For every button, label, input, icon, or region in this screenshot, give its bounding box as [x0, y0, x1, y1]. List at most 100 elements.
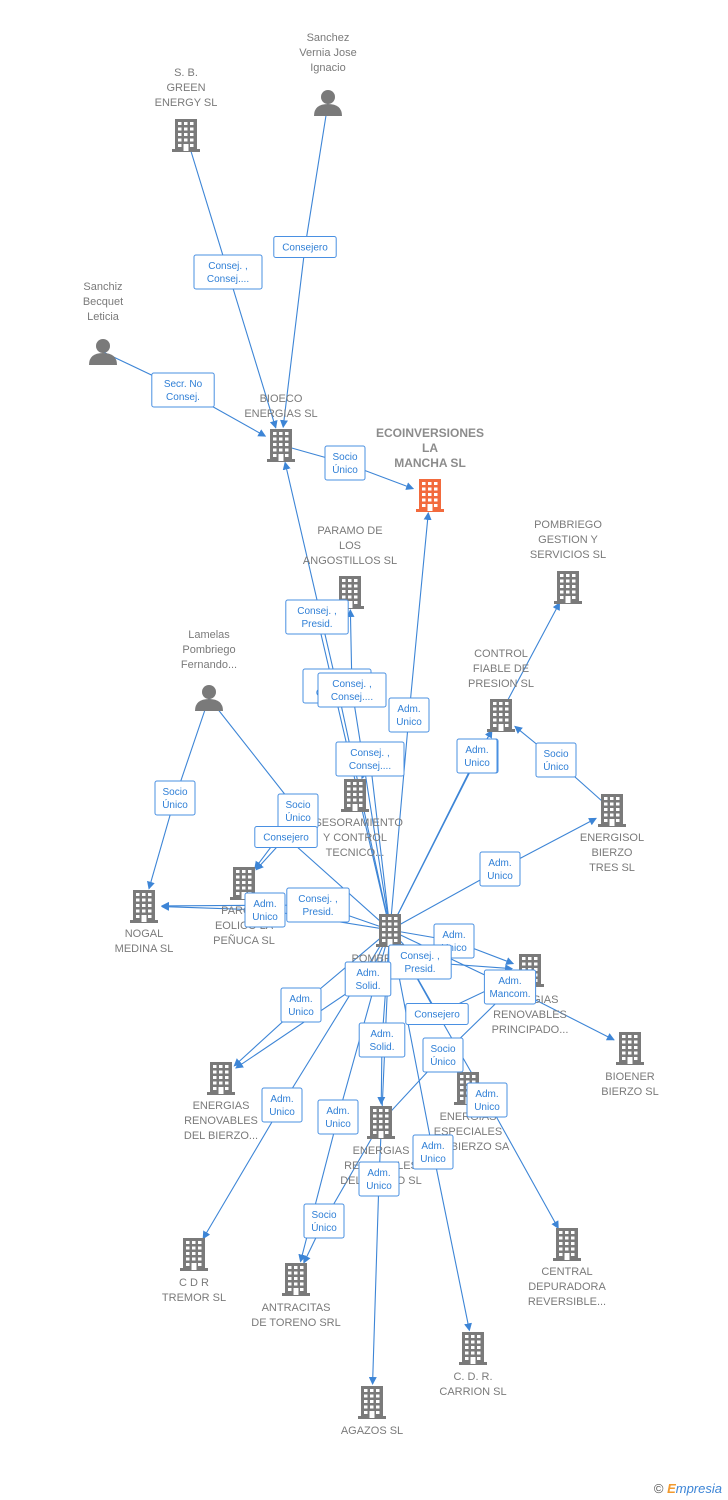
edge-label-text: Unico: [396, 717, 422, 728]
edge-label-box: [317, 672, 387, 708]
edge-label[interactable]: Consej. ,Consej....: [335, 741, 405, 777]
edge-label-text: Consej. ,: [400, 951, 439, 962]
edge-label[interactable]: Adm.Mancom.: [483, 969, 537, 1005]
building-icon: [459, 1332, 487, 1365]
edge-label-box: [151, 372, 215, 408]
edge-label-text: Único: [430, 1055, 456, 1068]
edge-label[interactable]: Adm.Unico: [244, 892, 286, 928]
edge-label-text: Unico: [441, 943, 467, 954]
building-icon: [554, 571, 582, 604]
edge-label[interactable]: Adm.Unico: [466, 1082, 508, 1118]
edge-label[interactable]: Adm.Unico: [317, 1099, 359, 1135]
edge-label[interactable]: Consejero: [273, 236, 337, 258]
node-label: REVERSIBLE...: [528, 1296, 606, 1308]
node-label: BIOENER: [605, 1071, 655, 1083]
edge-label[interactable]: Consej. ,Consej....: [317, 672, 387, 708]
edge-label[interactable]: Adm.Unico: [358, 1161, 400, 1197]
edge-label-box: [456, 738, 498, 774]
edge-label-text: Adm.: [370, 1029, 393, 1040]
node-carrion[interactable]: C. D. R.CARRION SL: [439, 1332, 507, 1398]
edge-label[interactable]: Adm.Unico: [261, 1087, 303, 1123]
node-agazos[interactable]: AGAZOS SL: [341, 1386, 403, 1437]
edge-label-box: [280, 987, 322, 1023]
building-icon: [207, 1062, 235, 1095]
node-central[interactable]: CENTRALDEPURADORAREVERSIBLE...: [528, 1228, 607, 1308]
edge-label[interactable]: Consej. ,Presid.: [286, 887, 350, 923]
node-label: ANTRACITAS: [262, 1302, 331, 1314]
node-label: BIERZO: [592, 847, 633, 859]
edge-label[interactable]: Adm. Unico: [388, 697, 430, 733]
node-label: Pombriego: [182, 644, 235, 656]
edge-label-text: Único: [543, 760, 569, 773]
edge-label-text: Adm.: [442, 930, 465, 941]
edge-label[interactable]: Adm.Unico: [280, 987, 322, 1023]
edge-label[interactable]: Adm.Solid.: [344, 961, 392, 997]
edge-label-text: Consejero: [263, 833, 309, 844]
edge-label[interactable]: Consej. ,Presid.: [388, 944, 452, 980]
edge-label[interactable]: Adm.Unico: [412, 1134, 454, 1170]
edge-label-text: Unico: [288, 1007, 314, 1018]
edge-label[interactable]: Consej. ,Consej....: [193, 254, 263, 290]
edge-label-text: Adm.: [397, 704, 420, 715]
node-label: Ignacio: [310, 62, 345, 74]
brand-footer[interactable]: © Empresia: [654, 1481, 722, 1496]
node-lamelas[interactable]: LamelasPombriegoFernando...: [181, 629, 237, 711]
node-label: TECNICO...: [326, 847, 385, 859]
brand-name: mpresia: [675, 1481, 722, 1496]
edge-label[interactable]: Consej. ,Presid.: [285, 599, 349, 635]
person-icon: [314, 90, 342, 116]
edge-label[interactable]: Consejero: [254, 826, 318, 848]
building-icon: [367, 1106, 395, 1139]
edge-label[interactable]: Adm.Solid.: [358, 1022, 406, 1058]
node-label: CONTROL: [474, 648, 528, 660]
edge-label-box: [244, 892, 286, 928]
node-label: BIOECO: [260, 393, 303, 405]
node-label: ECOINVERSIONES: [376, 426, 484, 440]
node-label: C D R: [179, 1277, 209, 1289]
building-icon: [267, 429, 295, 462]
node-label: FIABLE DE: [473, 663, 529, 675]
node-label: POMBRIEGO: [534, 519, 602, 531]
building-icon: [553, 1228, 581, 1261]
edge-label-text: Único: [285, 811, 311, 824]
building-icon: [487, 699, 515, 732]
edge-label-text: Adm.: [356, 968, 379, 979]
node-label: ENERGISOL: [580, 832, 644, 844]
edge-label-box: [535, 742, 577, 778]
edge-label[interactable]: Adm.Unico: [456, 738, 498, 774]
node-label: DEL BIERZO...: [184, 1130, 258, 1142]
edge-label-text: Consej. ,: [332, 679, 371, 690]
node-bioeco[interactable]: BIOECO ENERGIAS SL: [244, 393, 318, 462]
node-label: ENERGIAS SL: [244, 408, 317, 420]
edge-label-text: Adm.: [498, 976, 521, 987]
edge-label[interactable]: Consejero: [405, 1003, 469, 1025]
edge-label-text: Unico: [252, 912, 278, 923]
building-icon: [230, 867, 258, 900]
brand-initial: E: [667, 1481, 676, 1496]
edge-label[interactable]: Adm.Unico: [479, 851, 521, 887]
node-label: Y CONTROL: [323, 832, 387, 844]
edge-label-text: Consej. ,: [298, 894, 337, 905]
